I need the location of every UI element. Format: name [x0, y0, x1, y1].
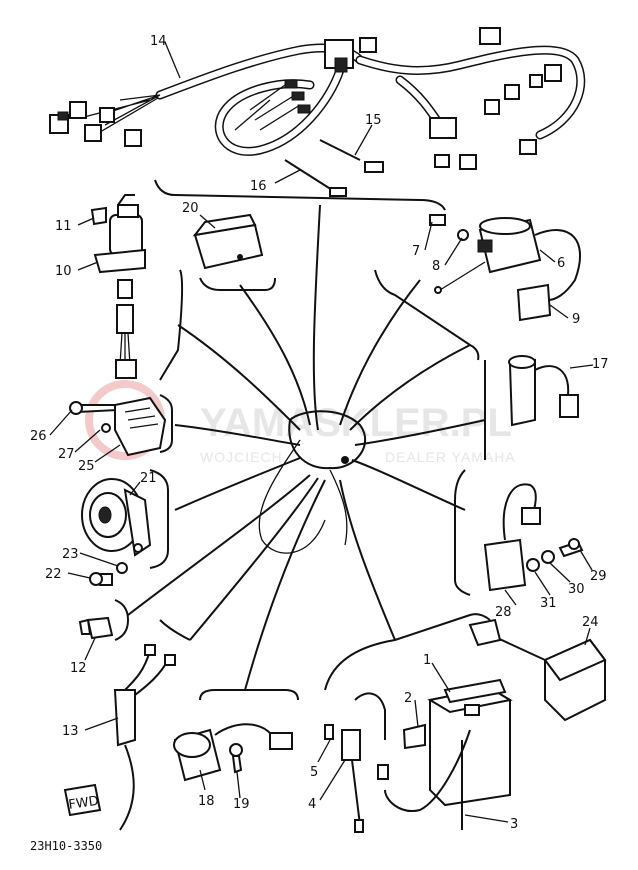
wire-harness-part — [49, 27, 586, 170]
fwd-label: FWD — [68, 794, 100, 813]
ignition-coil-part — [429, 214, 581, 322]
watermark-sub: WOJCIECH — [200, 449, 283, 465]
callout-10: 10 — [55, 264, 72, 279]
callout-20: 20 — [182, 201, 199, 216]
neutral-switch-part — [78, 616, 114, 640]
callout-23: 23 — [62, 547, 79, 562]
callout-9: 9 — [572, 312, 580, 327]
group-brackets — [114, 179, 491, 701]
callout-21: 21 — [140, 471, 157, 486]
spark-plug-cap-part — [113, 644, 176, 831]
callout-26: 26 — [30, 429, 47, 444]
relay-part — [192, 213, 264, 270]
callout-25: 25 — [78, 459, 95, 474]
rectifier-part — [468, 618, 607, 722]
callout-18: 18 — [198, 794, 215, 809]
leader-lines — [49, 41, 594, 823]
callout-1: 1 — [423, 653, 431, 668]
callout-29: 29 — [590, 569, 607, 584]
callout-14: 14 — [150, 34, 167, 49]
callout-labels: 14 15 16 20 11 10 7 8 6 9 17 26 27 25 21… — [30, 34, 609, 832]
callout-6: 6 — [557, 256, 565, 271]
callout-15: 15 — [365, 113, 382, 128]
sensor-part — [173, 723, 293, 782]
sender-unit-part — [508, 355, 579, 427]
callout-13: 13 — [62, 724, 79, 739]
watermark: YAMASKLER.PL WOJCIECH DEALER YAMAHA — [85, 380, 516, 465]
callout-4: 4 — [308, 797, 316, 812]
horn-part — [81, 478, 152, 586]
main-switch-part — [90, 194, 146, 379]
callout-16: 16 — [250, 179, 267, 194]
callout-17: 17 — [592, 357, 609, 372]
callout-31: 31 — [540, 596, 557, 611]
watermark-sub-right: DEALER YAMAHA — [385, 449, 516, 465]
diagram-code: 23H10-3350 — [30, 839, 102, 853]
fwd-indicator: FWD — [63, 783, 102, 817]
callout-12: 12 — [70, 661, 87, 676]
callout-30: 30 — [568, 582, 585, 597]
fuse-holder-part — [324, 692, 389, 833]
callout-3: 3 — [510, 817, 518, 832]
regulator-part — [69, 396, 167, 457]
callout-24: 24 — [582, 615, 599, 630]
callout-19: 19 — [233, 797, 250, 812]
callout-5: 5 — [310, 765, 318, 780]
callout-7: 7 — [412, 244, 420, 259]
connector-lines — [127, 204, 486, 691]
callout-22: 22 — [45, 567, 62, 582]
callout-2: 2 — [404, 691, 412, 706]
callout-8: 8 — [432, 259, 440, 274]
ignitor-part — [483, 483, 584, 592]
callout-11: 11 — [55, 219, 72, 234]
callout-27: 27 — [58, 447, 75, 462]
cable-band-parts — [284, 139, 384, 197]
battery-part — [384, 678, 513, 830]
callout-28: 28 — [495, 605, 512, 620]
